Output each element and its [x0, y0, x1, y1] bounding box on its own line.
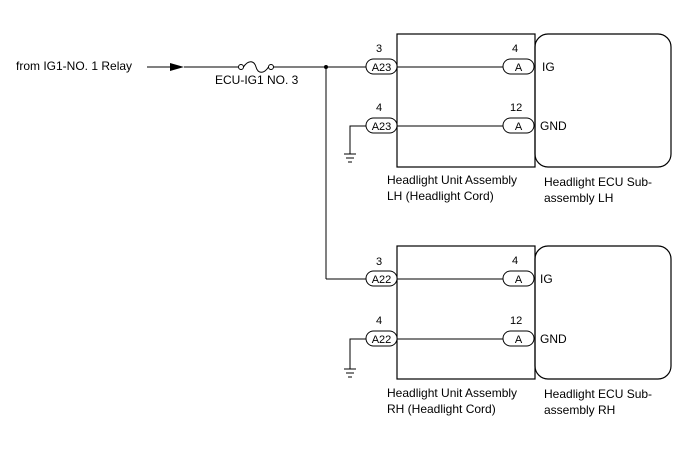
lh-sig-gnd: GND: [540, 119, 567, 133]
lh-sig-ig: IG: [542, 60, 555, 74]
source-arrow-icon: [170, 63, 184, 71]
rh-ecu-connector-gnd-label: A: [515, 334, 523, 346]
rh-connector-ig-label: A22: [372, 274, 392, 286]
lh-ecu-connector-gnd-label: A: [515, 121, 523, 133]
rh-sig-gnd: GND: [540, 332, 567, 346]
rh-ecu-box: [534, 245, 672, 380]
rh-ecu-connector-ig: [502, 270, 535, 287]
lh-ecu-name-line2: assembly LH: [544, 191, 613, 205]
lh-ecu-connector-ig: [502, 58, 535, 75]
rh-ecu-name-line1: Headlight ECU Sub-: [544, 387, 652, 401]
source-label: from IG1-NO. 1 Relay: [16, 59, 132, 73]
lh-pin-gnd-in: 4: [376, 102, 382, 114]
rh-pin-gnd-in: 4: [376, 315, 382, 327]
lh-ecu-connector-gnd: [502, 117, 535, 134]
lh-pin-gnd-ecu: 12: [510, 102, 522, 114]
rh-pin-ig-ecu: 4: [512, 255, 518, 267]
lh-ecu-box: [534, 33, 672, 168]
lh-gnd-wire-left: [349, 125, 366, 154]
lh-pin-ig-ecu: 4: [512, 43, 518, 55]
fuse-label: ECU-IG1 NO. 3: [215, 73, 299, 87]
rh-ecu-connector-ig-label: A: [515, 274, 523, 286]
rh-sig-ig: IG: [540, 272, 553, 286]
lh-assembly: 3 A23 4 A IG 4 A23 12 A GND Headlight Un…: [344, 33, 672, 205]
fuse-icon: [238, 61, 274, 73]
lh-ecu-name-line1: Headlight ECU Sub-: [544, 175, 652, 189]
rh-unit-name-line1: Headlight Unit Assembly: [387, 386, 517, 400]
rh-gnd-wire-left: [349, 338, 366, 369]
lh-unit-name-line2: LH (Headlight Cord): [387, 189, 494, 203]
lh-pin-ig-in: 3: [376, 43, 382, 55]
lh-ecu-connector-ig-label: A: [515, 62, 523, 74]
rh-ecu-connector-gnd: [502, 330, 535, 347]
lh-connector-gnd-label: A23: [372, 121, 392, 133]
rh-connector-gnd-label: A22: [372, 334, 392, 346]
lh-connector-ig-label: A23: [372, 62, 392, 74]
rh-pin-ig-in: 3: [376, 256, 382, 268]
rh-pin-gnd-ecu: 12: [510, 315, 522, 327]
rh-ground-icon: [344, 368, 356, 378]
lh-ground-icon: [344, 153, 356, 163]
lh-unit-name-line1: Headlight Unit Assembly: [387, 173, 517, 187]
rh-unit-name-line2: RH (Headlight Cord): [387, 402, 496, 416]
rh-assembly: 3 A22 4 A IG 4 A22 12 A GND Headlight Un…: [344, 245, 672, 417]
rh-ecu-name-line2: assembly RH: [544, 403, 615, 417]
